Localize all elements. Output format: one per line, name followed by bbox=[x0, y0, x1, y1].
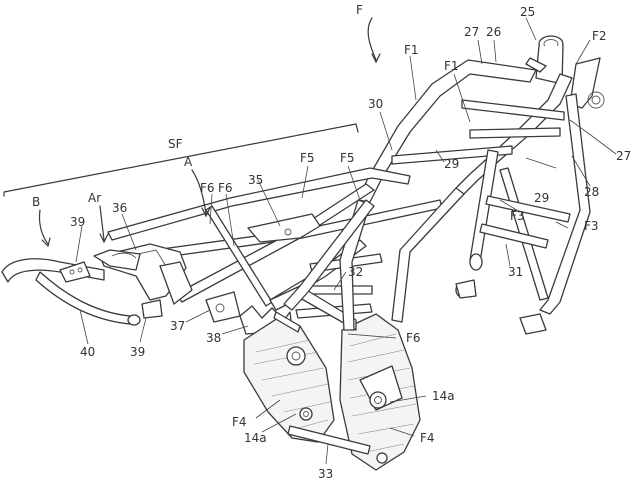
label-40: 40 bbox=[80, 345, 95, 359]
label-f5a: F5 bbox=[300, 151, 315, 165]
arrow-a bbox=[191, 169, 207, 215]
label-39b: 39 bbox=[130, 345, 145, 359]
label-14a-left: 14a bbox=[244, 431, 267, 445]
main-frame-f1-left bbox=[357, 59, 537, 203]
label-29a: 29 bbox=[444, 157, 459, 171]
label-f1a: F1 bbox=[404, 43, 419, 57]
label-36: 36 bbox=[112, 201, 127, 215]
cross-pipe-27 bbox=[461, 99, 565, 121]
bracket-39-right bbox=[141, 299, 163, 319]
label-39a: 39 bbox=[70, 215, 85, 229]
bracket-39-left bbox=[59, 261, 91, 283]
label-14a-right: 14a bbox=[432, 389, 455, 403]
arrow-b bbox=[38, 209, 49, 245]
label-f4b: F4 bbox=[420, 431, 435, 445]
label-b: B bbox=[32, 195, 40, 209]
label-27b: 27 bbox=[616, 149, 631, 163]
label-38: 38 bbox=[206, 331, 221, 345]
label-28: 28 bbox=[584, 185, 599, 199]
label-f1b: F1 bbox=[444, 59, 459, 73]
engine-mount-left bbox=[469, 253, 483, 271]
label-ar: Ar bbox=[88, 191, 101, 205]
label-27a: 27 bbox=[464, 25, 479, 39]
label-f: F bbox=[356, 3, 363, 17]
label-32: 32 bbox=[348, 265, 363, 279]
arrow-ar bbox=[99, 205, 105, 241]
label-f6c: F6 bbox=[406, 331, 421, 345]
label-f4a: F4 bbox=[232, 415, 247, 429]
bracket-37 bbox=[205, 291, 241, 323]
label-sf: SF bbox=[168, 137, 183, 151]
rear-end-ar bbox=[93, 249, 141, 271]
seat-rail-f6-lower bbox=[205, 205, 273, 307]
label-f6b: F6 bbox=[218, 181, 233, 195]
sf-bracket bbox=[3, 123, 359, 193]
label-f3b: F3 bbox=[584, 219, 599, 233]
label-33: 33 bbox=[318, 467, 333, 481]
label-37: 37 bbox=[170, 319, 185, 333]
cross-pipe-31 bbox=[479, 223, 549, 249]
down-tube-f3-right bbox=[539, 93, 591, 315]
cross-pipe-33 bbox=[287, 425, 371, 455]
label-29b: 29 bbox=[534, 191, 549, 205]
label-a: A bbox=[184, 155, 193, 169]
cross-member-35 bbox=[247, 213, 321, 243]
cross-pipe-29 bbox=[391, 145, 513, 165]
label-35: 35 bbox=[248, 173, 263, 187]
label-26: 26 bbox=[486, 25, 501, 39]
label-31: 31 bbox=[508, 265, 523, 279]
grab-bar-40 bbox=[1, 258, 105, 283]
pivot-hole-left bbox=[286, 346, 306, 366]
label-30: 30 bbox=[368, 97, 383, 111]
label-f5b: F5 bbox=[340, 151, 355, 165]
label-f6a: F6 bbox=[200, 181, 215, 195]
seat-rail-f5-left bbox=[107, 167, 411, 241]
pivot-plate-f4-left bbox=[243, 317, 335, 443]
arrow-f bbox=[367, 17, 377, 61]
label-f2: F2 bbox=[592, 29, 607, 43]
label-25: 25 bbox=[520, 5, 535, 19]
label-f3a: F3 bbox=[510, 209, 525, 223]
